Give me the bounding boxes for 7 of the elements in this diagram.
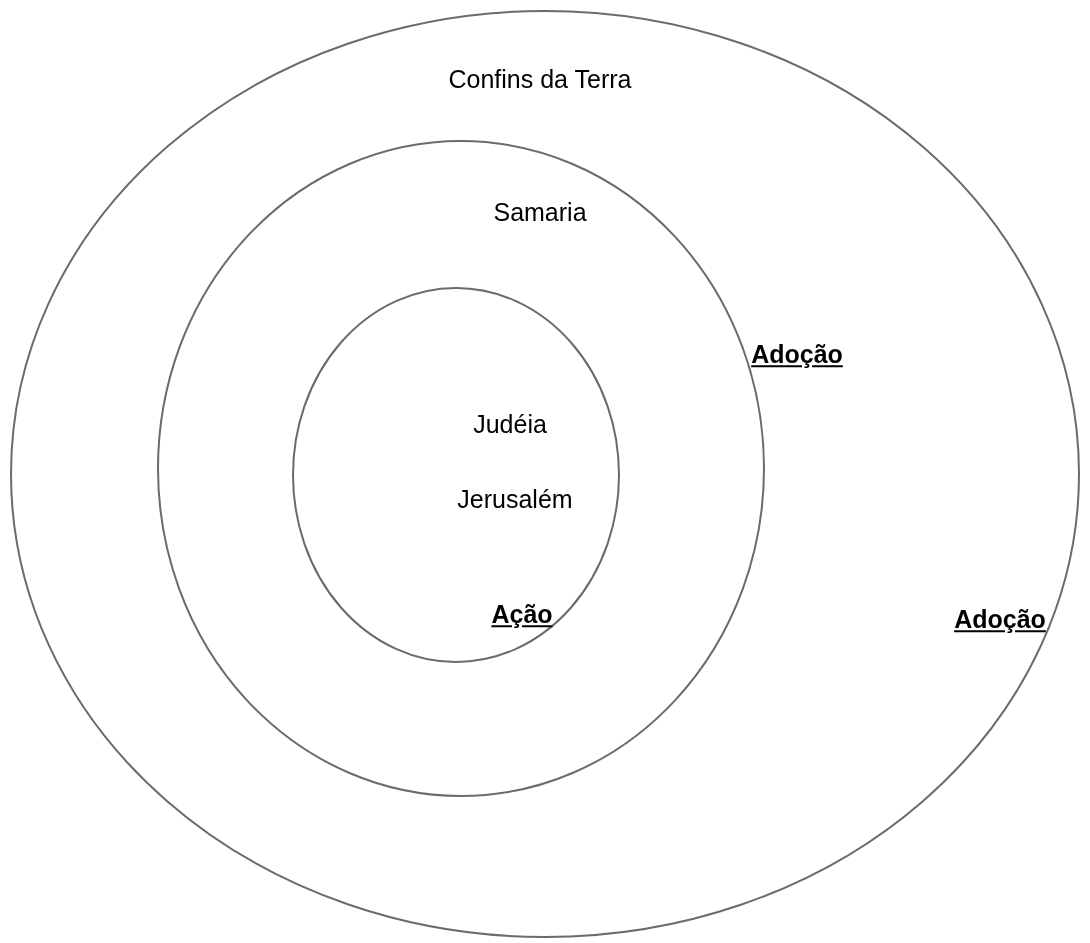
region-label: Samaria: [493, 199, 587, 227]
region-label: Judéia: [473, 411, 547, 439]
region-label: Confins da Terra: [448, 66, 632, 94]
region-label: Jerusalém: [457, 486, 573, 514]
emphasis-label: Adoção: [954, 606, 1046, 634]
emphasis-label: Adoção: [751, 341, 843, 369]
emphasis-label: Ação: [491, 601, 553, 629]
